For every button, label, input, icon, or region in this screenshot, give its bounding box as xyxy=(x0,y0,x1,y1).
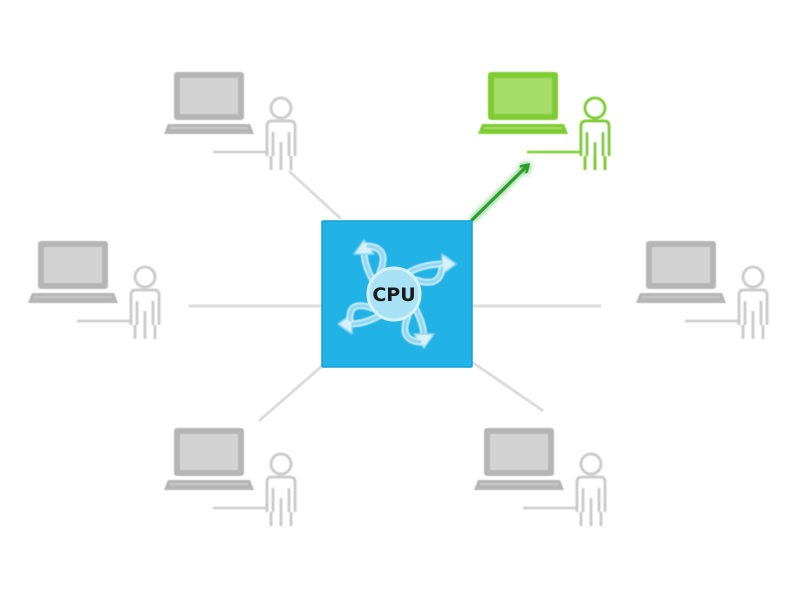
cpu-label: CPU xyxy=(372,284,415,306)
user-icon xyxy=(575,452,607,526)
laptop-icon xyxy=(636,241,726,303)
cpu-core-circle xyxy=(366,266,422,322)
laptop-icon xyxy=(164,428,254,490)
link-bottom-left xyxy=(258,364,324,422)
link-top-left xyxy=(288,170,342,220)
connection-lines xyxy=(188,166,602,422)
workstation-bottom-right xyxy=(474,428,607,526)
user-icon xyxy=(737,265,769,339)
workstation-top-left xyxy=(164,72,297,170)
workstations xyxy=(28,72,769,526)
laptop-icon xyxy=(474,428,564,490)
user-icon xyxy=(579,96,611,170)
workstation-top-right xyxy=(478,72,611,170)
link-bottom-right xyxy=(470,360,544,412)
laptop-icon xyxy=(164,72,254,134)
laptop-icon xyxy=(28,241,118,303)
link-top-right xyxy=(470,166,527,222)
user-icon xyxy=(265,96,297,170)
workstation-middle-left xyxy=(28,241,161,339)
workstation-bottom-left xyxy=(164,428,297,526)
user-icon xyxy=(265,452,297,526)
laptop-icon xyxy=(478,72,568,134)
user-icon xyxy=(129,265,161,339)
cpu-block: CPU xyxy=(321,220,473,368)
workstation-middle-right xyxy=(636,241,769,339)
